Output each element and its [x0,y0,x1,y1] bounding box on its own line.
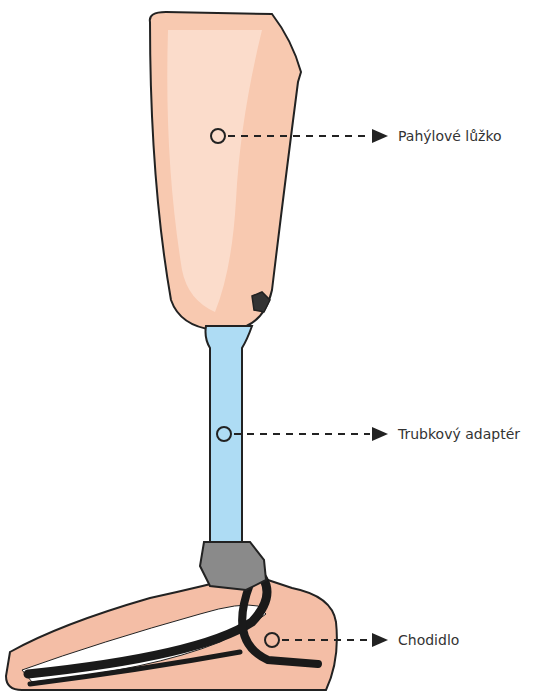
part-label: Pahýlové lůžko [398,127,502,145]
socket [150,12,301,330]
clip [252,292,270,312]
leader-pylon [217,427,388,441]
foot-toe-blade [30,652,240,684]
pylon [206,326,253,545]
pyramid-adapter [200,542,266,590]
leader-foot [265,633,388,647]
leader-socket [211,129,388,143]
socket-highlight [167,30,262,312]
part-label: Chodidlo [398,631,459,649]
part-label: Trubkový adaptér [398,425,520,443]
foot-heel-blade [242,584,318,664]
